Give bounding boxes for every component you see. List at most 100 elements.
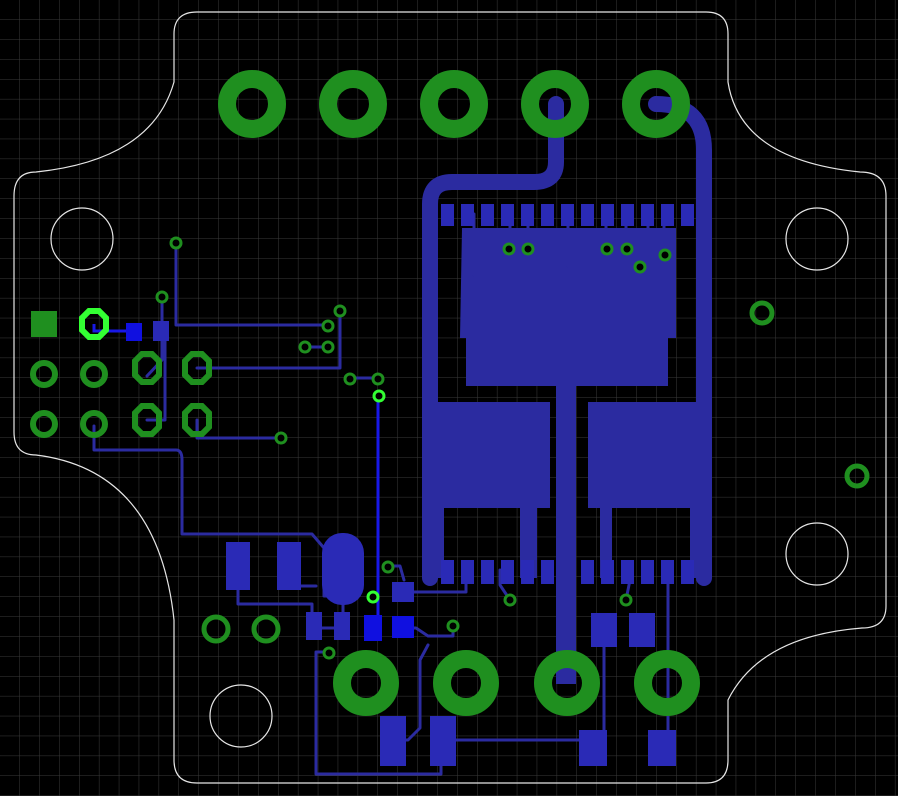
smd-pad[interactable] (334, 612, 350, 640)
power-trace-left (422, 96, 564, 586)
smd-pad[interactable] (521, 204, 534, 226)
smd-pad[interactable] (681, 560, 694, 584)
via[interactable] (298, 340, 312, 354)
smd-pad[interactable] (541, 204, 554, 226)
via[interactable] (343, 372, 357, 386)
smd-pad[interactable] (322, 533, 364, 605)
smd-pad[interactable] (601, 560, 614, 584)
smd-pad[interactable] (648, 730, 676, 766)
smd-pad-selected[interactable] (392, 616, 414, 638)
smd-pad[interactable] (481, 560, 494, 584)
smd-pad[interactable] (461, 560, 474, 584)
pin-header-pad[interactable] (80, 360, 108, 388)
pin-header-pad[interactable] (30, 360, 58, 388)
terminal-block-top (218, 70, 690, 138)
terminal-pad[interactable] (218, 70, 286, 138)
pin-header-pad[interactable] (182, 351, 212, 385)
smd-pad[interactable] (392, 582, 414, 602)
smd-pad[interactable] (641, 560, 654, 584)
terminal-pad[interactable] (319, 70, 387, 138)
smd-pad[interactable] (601, 204, 614, 226)
terminal-pad[interactable] (534, 650, 600, 716)
via[interactable] (600, 242, 614, 256)
copper-pour-right (588, 402, 704, 578)
smd-pad-selected[interactable] (364, 615, 382, 641)
smd-pad[interactable] (579, 730, 607, 766)
via[interactable] (502, 242, 516, 256)
pin-header-pad-1[interactable] (31, 311, 57, 337)
smd-pad[interactable] (306, 612, 322, 640)
vias (155, 236, 672, 660)
pin-header-pad[interactable] (182, 403, 212, 437)
pin-header-pad[interactable] (30, 410, 58, 438)
via[interactable] (321, 319, 335, 333)
via[interactable] (503, 593, 517, 607)
terminal-pad[interactable] (521, 70, 589, 138)
smd-pad[interactable] (441, 204, 454, 226)
smd-pad[interactable] (461, 204, 474, 226)
smd-pad-selected[interactable] (126, 323, 142, 341)
smd-highlighted (126, 323, 414, 641)
smd-pad[interactable] (481, 204, 494, 226)
via-selected[interactable] (366, 590, 380, 604)
th-pad[interactable] (251, 614, 281, 644)
smd-pad[interactable] (277, 542, 301, 590)
via[interactable] (155, 290, 169, 304)
smd-pad[interactable] (561, 204, 574, 226)
signal-trace (174, 241, 330, 327)
smd-pad[interactable] (441, 560, 454, 584)
via[interactable] (371, 372, 385, 386)
terminal-block-bottom (333, 650, 700, 716)
th-pad[interactable] (749, 300, 775, 326)
via[interactable] (333, 304, 347, 318)
smd-pad[interactable] (430, 716, 456, 766)
pin-header-pad[interactable] (132, 403, 162, 437)
mounting-hole (785, 207, 849, 271)
smd-components (153, 321, 676, 766)
smd-pad[interactable] (621, 560, 634, 584)
terminal-pad[interactable] (333, 650, 399, 716)
th-pad[interactable] (201, 614, 231, 644)
smd-pad[interactable] (153, 321, 169, 341)
smd-pad[interactable] (629, 613, 655, 647)
smd-pad[interactable] (661, 204, 674, 226)
smd-pad[interactable] (501, 560, 514, 584)
smd-pad[interactable] (226, 542, 250, 590)
smd-pad[interactable] (581, 560, 594, 584)
via[interactable] (321, 340, 335, 354)
pin-header-pad[interactable] (80, 410, 108, 438)
smd-pad[interactable] (661, 560, 674, 584)
smd-pad[interactable] (521, 560, 534, 584)
pin-header-pad[interactable] (132, 351, 162, 385)
terminal-pad[interactable] (634, 650, 700, 716)
smd-pad[interactable] (541, 560, 554, 584)
via-selected[interactable] (372, 389, 386, 403)
smd-pad[interactable] (581, 204, 594, 226)
smd-pad[interactable] (501, 204, 514, 226)
power-trace-right (648, 96, 712, 586)
via[interactable] (633, 260, 647, 274)
via[interactable] (658, 248, 672, 262)
signal-trace (195, 418, 283, 440)
via[interactable] (381, 560, 395, 574)
via[interactable] (521, 242, 535, 256)
pin-header-pad-selected[interactable] (79, 308, 109, 340)
via[interactable] (169, 236, 183, 250)
pin-header (30, 311, 212, 438)
via[interactable] (274, 431, 288, 445)
via[interactable] (446, 619, 460, 633)
terminal-pad[interactable] (420, 70, 488, 138)
smd-pad[interactable] (681, 204, 694, 226)
via[interactable] (322, 646, 336, 660)
via[interactable] (620, 242, 634, 256)
smd-pad[interactable] (641, 204, 654, 226)
terminal-pad[interactable] (433, 650, 499, 716)
terminal-pad[interactable] (622, 70, 690, 138)
th-pad[interactable] (844, 463, 870, 489)
smd-pad[interactable] (621, 204, 634, 226)
via[interactable] (619, 593, 633, 607)
smd-pad[interactable] (380, 716, 406, 766)
highlight-trace (92, 324, 135, 333)
smd-pad[interactable] (591, 613, 617, 647)
